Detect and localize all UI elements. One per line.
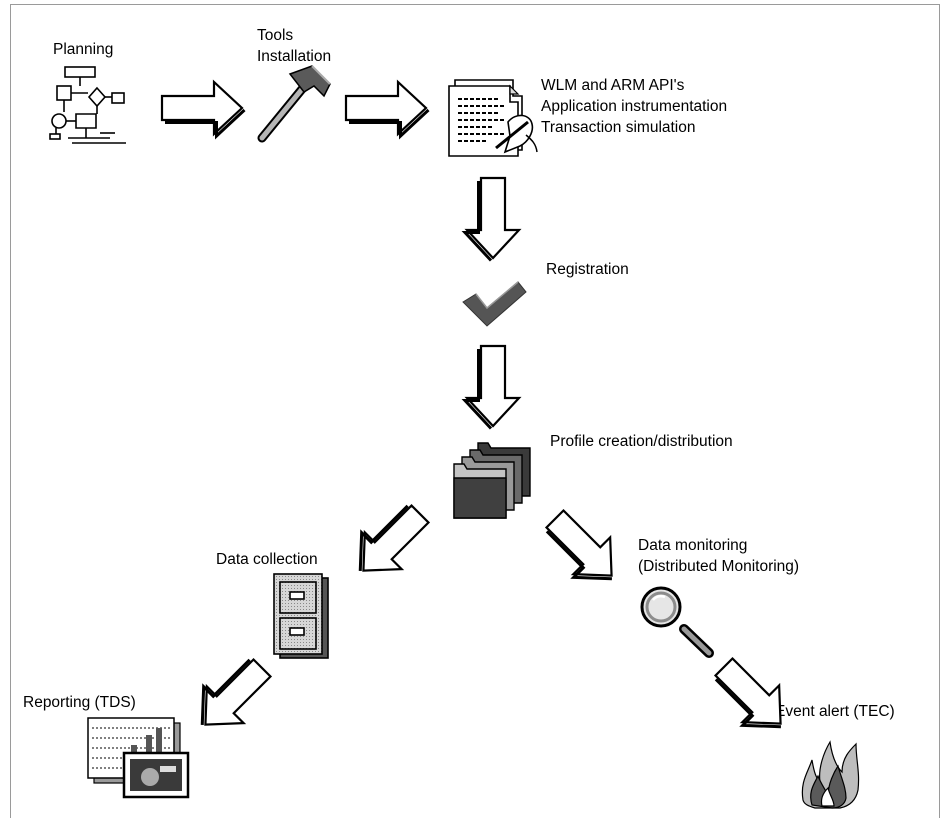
arrow-planning-to-tools — [160, 80, 246, 138]
arrow-document-to-registration — [463, 176, 521, 262]
label-monitoring-line1: Data monitoring — [638, 537, 748, 554]
label-tools-line1: Tools — [257, 27, 294, 44]
label-planning: Planning — [53, 41, 114, 58]
flowchart-icon — [49, 66, 126, 144]
checkmark-icon — [462, 281, 527, 327]
arrow-tools-to-document — [344, 80, 430, 138]
label-event-alert: Event alert (TEC) — [775, 703, 895, 720]
label-monitoring-line2: (Distributed Monitoring) — [638, 558, 800, 575]
label-data-collection: Data collection — [216, 551, 318, 568]
document-pen-icon — [448, 79, 538, 157]
folders-icon — [453, 442, 531, 519]
label-profile: Profile creation/distribution — [550, 433, 733, 450]
arrow-registration-to-profile — [463, 344, 521, 430]
magnifier-icon — [640, 586, 714, 658]
file-cabinet-icon — [273, 573, 329, 659]
arrow-profile-to-monitoring — [533, 499, 634, 599]
label-instr-line3: Transaction simulation — [541, 119, 696, 136]
arrow-profile-to-collection — [340, 492, 440, 593]
diagram-frame — [10, 4, 940, 818]
event-flame-icon — [801, 740, 860, 809]
report-icon — [87, 717, 190, 799]
label-tools-line2: Installation — [257, 48, 332, 65]
label-reporting: Reporting (TDS) — [23, 694, 136, 711]
label-instr-line2: Application instrumentation — [541, 98, 728, 115]
arrow-monitoring-to-event — [702, 647, 803, 747]
label-instr-line1: WLM and ARM API's — [541, 77, 685, 94]
label-registration: Registration — [546, 261, 629, 278]
hammer-icon — [257, 65, 331, 143]
arrow-collection-to-reporting — [182, 646, 282, 747]
